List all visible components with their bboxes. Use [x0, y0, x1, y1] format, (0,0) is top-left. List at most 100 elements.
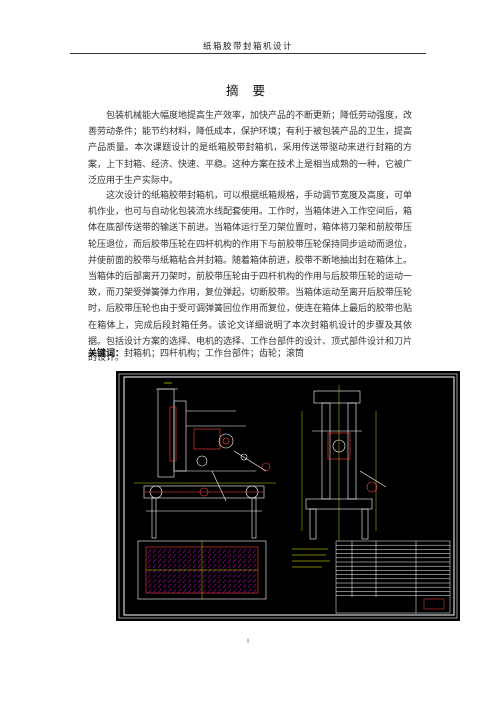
hatch-line	[227, 553, 232, 559]
hatch-line	[242, 583, 247, 589]
hatch-line	[177, 588, 182, 594]
hatch-line	[162, 588, 167, 594]
hatch-line	[232, 588, 237, 594]
hatch-line	[202, 573, 207, 579]
hatch-line	[192, 573, 197, 579]
abstract-paragraph-1: 包装机械能大幅度地提高生产效率，加快产品的不断更新；降低劳动强度，改善劳动条件；…	[88, 111, 413, 186]
hatch-line	[162, 573, 167, 579]
hatch-line	[147, 578, 152, 584]
hatch-line	[172, 548, 177, 554]
hatch-line	[212, 558, 217, 564]
hatch-line	[177, 583, 182, 589]
hatch-line	[212, 573, 217, 579]
hatch-line	[217, 588, 222, 594]
hatch-line	[207, 553, 212, 559]
hatch-line	[147, 558, 152, 564]
hatch-line	[237, 553, 242, 559]
hatch-line	[157, 578, 162, 584]
hatch-line	[232, 553, 237, 559]
hatch-line	[227, 568, 232, 574]
hatch-line	[207, 548, 212, 554]
hatch-line	[237, 583, 242, 589]
hatch-line	[152, 563, 157, 569]
hatch-line	[177, 563, 182, 569]
hatch-line	[252, 573, 257, 579]
hatch-line	[187, 573, 192, 579]
hatch-line	[252, 553, 257, 559]
hatch-line	[157, 548, 162, 554]
hatch-line	[187, 548, 192, 554]
hatch-line	[157, 568, 162, 574]
hatch-line	[217, 553, 222, 559]
hatch-line	[227, 588, 232, 594]
hatch-line	[152, 558, 157, 564]
hatch-line	[182, 588, 187, 594]
hatch-line	[232, 568, 237, 574]
hatch-line	[237, 588, 242, 594]
hatch-line	[222, 583, 227, 589]
keywords-label: 关键词：	[88, 349, 125, 359]
hatch-line	[167, 548, 172, 554]
hatch-line	[217, 558, 222, 564]
hatch-line	[192, 583, 197, 589]
hatch-line	[252, 558, 257, 564]
hatch-line	[212, 578, 217, 584]
hatch-line	[162, 563, 167, 569]
hatch-line	[157, 583, 162, 589]
assembly-drawing-svg	[118, 373, 458, 619]
hatch-line	[172, 558, 177, 564]
hatch-line	[177, 553, 182, 559]
hatch-line	[182, 573, 187, 579]
hatch-line	[202, 548, 207, 554]
hatch-line	[202, 563, 207, 569]
hatch-line	[187, 553, 192, 559]
hatch-line	[207, 588, 212, 594]
hatch-line	[247, 583, 252, 589]
hatch-line	[182, 548, 187, 554]
hatch-line	[212, 583, 217, 589]
hatch-line	[232, 578, 237, 584]
top-view-table	[137, 540, 267, 600]
hatch-line	[252, 568, 257, 574]
hatch-line	[222, 563, 227, 569]
hatch-line	[247, 558, 252, 564]
hatch-line	[192, 588, 197, 594]
hatch-line	[157, 553, 162, 559]
hatch-line	[237, 558, 242, 564]
hatch-line	[147, 548, 152, 554]
hatch-line	[152, 583, 157, 589]
hatch-line	[182, 578, 187, 584]
hatch-line	[252, 548, 257, 554]
mechanical-assembly-drawing	[116, 371, 460, 621]
hatch-line	[197, 568, 202, 574]
hatch-line	[247, 553, 252, 559]
hatch-line	[237, 568, 242, 574]
hatch-line	[227, 573, 232, 579]
hatch-line	[227, 583, 232, 589]
hatch-line	[182, 553, 187, 559]
hatch-line	[197, 573, 202, 579]
hatch-line	[222, 573, 227, 579]
hatch-line	[202, 553, 207, 559]
hatch-line	[232, 558, 237, 564]
hatch-line	[147, 563, 152, 569]
hatch-line	[197, 578, 202, 584]
hatch-line	[177, 578, 182, 584]
hatch-line	[247, 548, 252, 554]
hatch-line	[167, 553, 172, 559]
hatch-line	[172, 588, 177, 594]
hatch-line	[192, 578, 197, 584]
hatch-line	[147, 568, 152, 574]
hatch-line	[212, 548, 217, 554]
abstract-title: 摘 要	[226, 83, 270, 98]
abstract-paragraph-2: 这次设计的纸箱胶带封箱机，可以根据纸箱规格，手动调节宽度及高度，可单机作业，也可…	[88, 191, 413, 364]
hatch-line	[197, 583, 202, 589]
side-view-upper	[156, 382, 256, 478]
hatch-line	[152, 578, 157, 584]
hatch-line	[242, 558, 247, 564]
hatch-line	[147, 588, 152, 594]
hatch-line	[187, 588, 192, 594]
hatch-line	[167, 573, 172, 579]
hatch-line	[222, 588, 227, 594]
side-view-conveyor	[134, 450, 276, 539]
